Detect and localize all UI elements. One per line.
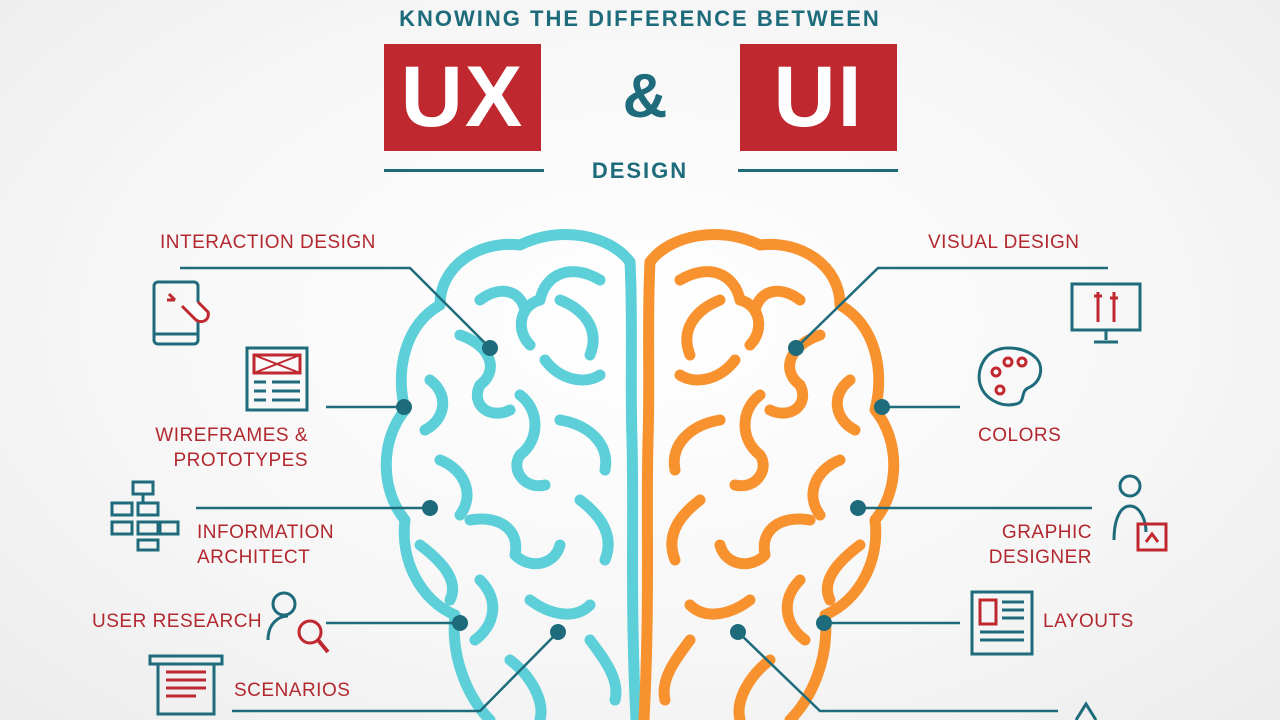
tablet-touch-icon [152, 280, 210, 346]
label-graphic-line2: DESIGNER [988, 547, 1092, 568]
ampersand: & [622, 62, 668, 131]
label-scenarios: SCENARIOS [234, 680, 351, 701]
right-connector-dots [730, 340, 890, 640]
sitemap-icon [110, 480, 180, 552]
label-wireframes-line1: WIREFRAMES & [155, 425, 308, 446]
left-connectors [180, 266, 559, 713]
label-visual-design: VISUAL DESIGN [928, 232, 1080, 253]
partial-icon-bottom-right [1074, 701, 1098, 720]
right-connectors [737, 266, 1108, 713]
label-information-line2: ARCHITECT [197, 547, 311, 568]
layout-icon [970, 590, 1034, 656]
label-information-line1: INFORMATION [197, 522, 335, 543]
left-connector-dots [396, 340, 566, 640]
label-user-research: USER RESEARCH [92, 611, 263, 632]
left-rule [384, 169, 544, 172]
label-interaction-design: INTERACTION DESIGN [160, 232, 376, 253]
monitor-tools-icon [1070, 282, 1142, 344]
right-brain-hemisphere [638, 229, 900, 720]
palette-icon [977, 346, 1043, 407]
left-brain-hemisphere [380, 229, 642, 720]
right-rule [738, 169, 898, 172]
label-graphic-line1: GRAPHIC [1001, 522, 1092, 543]
designer-icon [1112, 474, 1168, 552]
scroll-document-icon [148, 654, 224, 716]
headline: KNOWING THE DIFFERENCE BETWEEN [399, 6, 881, 31]
label-wireframes-line2: PROTOTYPES [173, 450, 308, 471]
label-layouts: LAYOUTS [1043, 611, 1134, 632]
design-subtitle: DESIGN [591, 158, 689, 183]
wireframe-icon [245, 346, 309, 412]
user-search-icon [266, 591, 330, 654]
label-colors: COLORS [978, 425, 1062, 446]
ui-box: UI [740, 44, 897, 151]
ux-box: UX [384, 44, 541, 151]
